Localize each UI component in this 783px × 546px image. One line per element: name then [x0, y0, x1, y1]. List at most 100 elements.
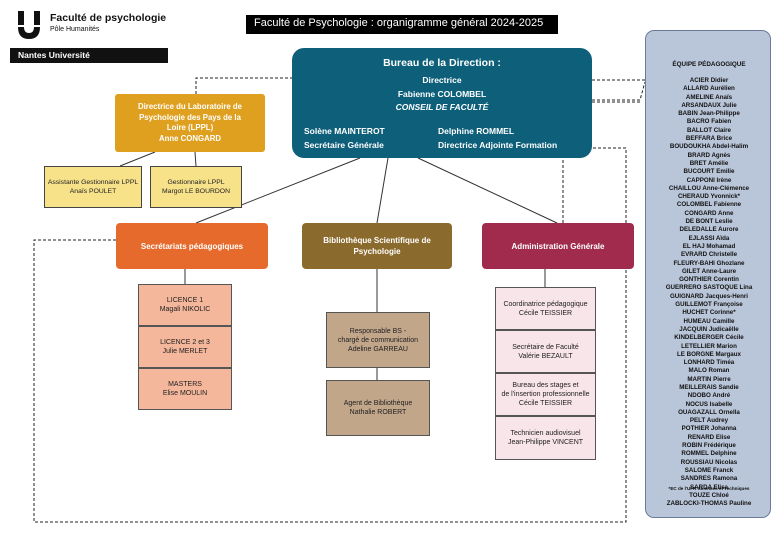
teaching-team-member: EVRARD Christelle — [680, 251, 738, 259]
secretariats-list: LICENCE 1 Magali NIKOLIC LICENCE 2 et 3 … — [138, 284, 232, 410]
teaching-team-member: SARDA Elisa — [690, 483, 728, 491]
bureau-council: CONSEIL DE FACULTÉ — [395, 102, 489, 112]
admin-role: Bureau des stages et — [512, 382, 579, 389]
bureau-role: Directrice — [422, 75, 462, 85]
teaching-team-member: GONTHIER Corentin — [679, 276, 739, 284]
teaching-team-member: BACRO Fabien — [686, 118, 732, 126]
bureau-direction-box: Bureau de la Direction : Directrice Fabi… — [292, 48, 592, 158]
admin-role: Secrétaire de Faculté — [512, 343, 579, 351]
administration-title: Administration Générale — [511, 241, 605, 251]
secretary-general-role: Secrétaire Générale — [304, 140, 384, 150]
teaching-team-member: BRET Amélie — [689, 159, 729, 167]
teaching-team-member: AMELINE Anaïs — [685, 93, 733, 101]
deputy-director-name: Delphine ROMMEL — [438, 126, 515, 136]
secretariats-header: Secrétariats pédagogiques — [116, 223, 268, 269]
secretary-general-name: Solène MAINTEROT — [304, 126, 385, 136]
admin-item-audiovisuel: Technicien audiovisuel Jean-Philippe VIN… — [495, 416, 596, 460]
teaching-team-member: PELT Audrey — [689, 417, 729, 425]
teaching-team-member: EJLASSI Aïda — [688, 234, 730, 242]
teaching-team-member: ROBIN Frédérique — [682, 442, 736, 450]
teaching-team-member: ALLARD Aurélien — [683, 85, 735, 93]
teaching-team-member: ARSANDAUX Julie — [681, 101, 737, 109]
teaching-team-member: BOUDOUKHA Abdel-Halim — [669, 143, 749, 151]
dashed-bureau-equipe — [592, 81, 646, 101]
admin-person: Cécile TEISSIER — [518, 400, 573, 407]
lab-manager-box: Gestionnaire LPPL Margot LE BOURDON — [150, 166, 242, 208]
lab-director-box: Directrice du Laboratoire de Psychologie… — [115, 94, 265, 152]
teaching-team-member: CAPPONI Irène — [686, 176, 732, 184]
secretariat-person: Magali NIKOLIC — [159, 306, 211, 313]
teaching-team-member: JACQUIN Judicaëlle — [679, 325, 739, 333]
page-title: Faculté de Psychologie : organigramme gé… — [246, 15, 558, 34]
connector-bureau-administration — [417, 157, 558, 224]
connector-labo-assistant — [119, 151, 156, 167]
dashed-labo-bureau — [195, 77, 292, 94]
teaching-team-member: GUILLEMOT Françoise — [675, 301, 743, 309]
teaching-team-member: MEILLERAIS Sandie — [679, 383, 739, 391]
library-manager-name: Adeline GARREAU — [348, 345, 408, 353]
teaching-team-member: LONHARD Timéa — [683, 359, 735, 367]
library-agent-role: Agent de Bibliothèque — [343, 400, 413, 407]
library-title-line: Psychologie — [353, 247, 401, 256]
secretariat-level: LICENCE 1 — [166, 297, 204, 304]
secretariat-level: MASTERS — [168, 381, 202, 388]
lab-line: Loire (LPPL) — [166, 123, 214, 132]
admin-item-coordinatrice: Coordinatrice pédagogique Cécile TEISSIE… — [495, 287, 596, 330]
teaching-team-member: ACIER Didier — [689, 77, 729, 84]
library-manager-box: Responsable BS - chargé de communication… — [326, 312, 430, 368]
dashed-sec-loop — [33, 147, 627, 523]
connector-bureau-secretariats — [195, 157, 361, 224]
teaching-team-member: GUERRERO SASTOQUE Lina — [665, 284, 753, 292]
teaching-team-member: GILET Anne-Laure — [681, 267, 737, 275]
secretariat-level: LICENCE 2 et 3 — [160, 339, 210, 346]
teaching-team-member: OUAGAZALL Ornella — [678, 408, 740, 416]
library-agent-box: Agent de Bibliothèque Nathalie ROBERT — [326, 380, 430, 436]
bureau-director-name: Fabienne COLOMBEL — [397, 89, 487, 99]
teaching-team-member: CONGARD Anne — [684, 209, 734, 217]
teaching-team-member: GUIGNARD Jacques-Henri — [669, 292, 749, 300]
teaching-team-member: LE BORGNE Margaux — [677, 350, 741, 358]
teaching-team-member: LETELLIER Marion — [681, 342, 737, 350]
admin-item-secretaire: Secrétaire de Faculté Valérie BEZAULT — [495, 330, 596, 373]
teaching-team-title: ÉQUIPE PÉDAGOGIQUE — [672, 61, 746, 68]
lab-assistant-role: Assistante Gestionnaire LPPL — [47, 179, 139, 186]
administration-list: Coordinatrice pédagogique Cécile TEISSIE… — [495, 287, 596, 460]
secretariat-person: Julie MERLET — [162, 348, 208, 355]
admin-item-stages: Bureau des stages et de l'insertion prof… — [495, 373, 596, 416]
secretariat-item-licence23: LICENCE 2 et 3 Julie MERLET — [138, 326, 232, 368]
connector-bureau-bibliotheque — [376, 157, 389, 224]
bureau-title: Bureau de la Direction : — [383, 57, 501, 69]
teaching-team-member: NOCUS Isabelle — [685, 400, 733, 408]
lab-assistant-name: Anaïs POULET — [69, 188, 117, 195]
admin-person: Jean-Philippe VINCENT — [507, 439, 584, 446]
teaching-team-member: POTHIER Johanna — [681, 425, 737, 433]
teaching-team-member: ROMMEL Delphine — [681, 450, 737, 458]
teaching-team-member: MARTIN Pierre — [687, 375, 731, 383]
teaching-team-member: CHAILLOU Anne-Clémence — [668, 184, 750, 192]
faculty-name: Faculté de psychologie — [50, 12, 167, 24]
university-logo-icon — [18, 11, 40, 39]
lab-line: Psychologie des Pays de la — [139, 112, 241, 122]
teaching-team-member: CHERAUD Yvonnick* — [677, 193, 741, 201]
teaching-team-member: SANDRES Ramona — [680, 475, 738, 483]
admin-role: Technicien audiovisuel — [510, 430, 581, 437]
teaching-team-member: DE BONT Leslie — [685, 218, 733, 226]
lab-manager-role: Gestionnaire LPPL — [167, 179, 225, 186]
library-manager-role: Responsable BS - — [349, 327, 407, 335]
teaching-team-member: KINDELBERGER Cécile — [674, 334, 744, 342]
lab-director-name: Anne CONGARD — [159, 133, 221, 143]
teaching-team-member: HUCHET Corinne* — [682, 309, 736, 317]
teaching-team-member: DELEDALLE Aurore — [679, 226, 739, 234]
secretariats-title: Secrétariats pédagogiques — [140, 241, 244, 251]
teaching-team-footnote: *EC de l'UFR Sciences et Techniques — [668, 486, 750, 491]
secretariat-item-licence1: LICENCE 1 Magali NIKOLIC — [138, 284, 232, 326]
library-agent-name: Nathalie ROBERT — [349, 409, 407, 416]
pole-name: Pôle Humanités — [50, 26, 100, 33]
teaching-team-member: ROUSSIAU Nicolas — [680, 458, 738, 466]
deputy-director-role: Directrice Adjointe Formation — [438, 140, 558, 150]
teaching-team-member: SALOME Franck — [684, 466, 734, 474]
admin-role: de l'insertion professionnelle — [501, 391, 590, 398]
